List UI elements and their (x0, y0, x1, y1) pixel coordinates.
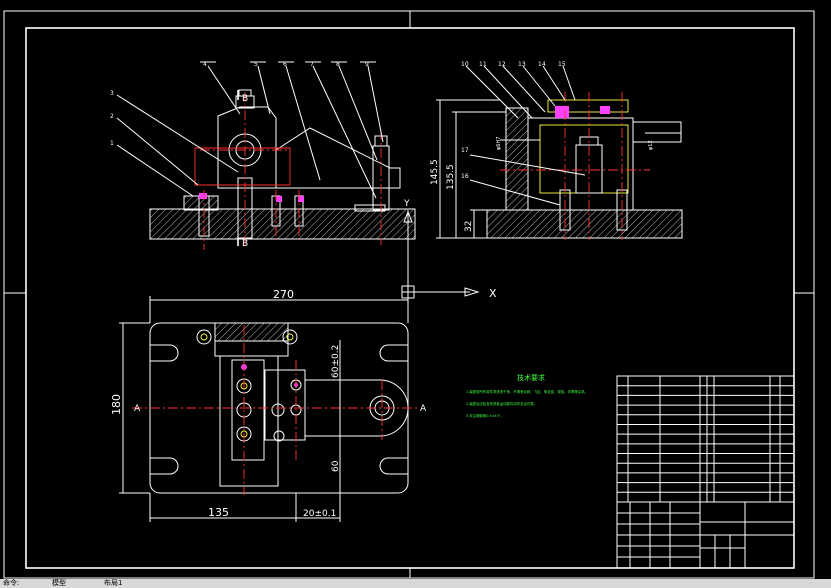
tab-layout1[interactable]: 布局1 (104, 579, 123, 587)
dim-32: 32 (464, 221, 474, 232)
balloon-16: 16 (461, 173, 469, 180)
balloon-3: 3 (110, 90, 114, 97)
balloon-9: 9 (365, 61, 369, 68)
balloons-front: 4 5 6 7 8 9 3 2 1 B B (110, 61, 369, 249)
dim-20: 20±0.1 (303, 509, 336, 519)
section-b-top: B (242, 94, 248, 104)
section-a-left: A (134, 404, 141, 414)
status-bar: 命令: 模型 布局1 (0, 579, 831, 588)
balloon-17: 17 (461, 147, 469, 154)
balloon-11: 11 (479, 61, 487, 68)
dim-60-02: 60±0.2 (331, 345, 341, 378)
balloon-10: 10 (461, 61, 469, 68)
section-b-bottom: B (242, 239, 248, 249)
ucs-y-label: Y (403, 199, 410, 209)
technical-notes: 技术要求 1.装配前所有零件须清洗干净，不得有毛刺、飞边、氧化皮、锈蚀、切屑等杂… (466, 373, 588, 418)
note-3: 3.未注明倒角0.5×45°。 (466, 413, 504, 418)
tab-model[interactable]: 模型 (52, 579, 66, 587)
dim-135-5: 135.5 (446, 164, 456, 190)
balloons-side: 10 11 12 13 14 15 17 16 145.5 135.5 32 φ… (430, 61, 654, 232)
dim-135: 135 (208, 506, 229, 519)
balloon-12: 12 (498, 61, 506, 68)
note-2: 2.装配后应检查夹具各运动部件动作灵活可靠。 (466, 401, 537, 406)
balloon-5: 5 (254, 61, 258, 68)
parts-list (616, 375, 795, 503)
title-block (616, 501, 795, 569)
dim-270: 270 (273, 288, 294, 301)
balloon-15: 15 (558, 61, 566, 68)
dim-60: 60 (331, 460, 341, 472)
ucs-x-label: X (489, 287, 497, 300)
balloon-4: 4 (203, 61, 207, 68)
balloon-6: 6 (283, 61, 287, 68)
command-line-label[interactable]: 命令: (3, 579, 20, 587)
balloon-13: 13 (518, 61, 526, 68)
balloon-7: 7 (310, 61, 314, 68)
dim-phi6: φ6H7 (496, 137, 502, 150)
plan-dims: 270 180 135 20±0.1 60 60±0.2 A A (110, 288, 427, 519)
dim-phi12: φ12 (648, 140, 654, 150)
sheet-frame (3, 10, 815, 579)
dim-180: 180 (110, 394, 123, 415)
balloon-1: 1 (110, 140, 114, 147)
balloon-2: 2 (110, 113, 114, 120)
front-view (116, 61, 416, 250)
balloon-14: 14 (538, 61, 546, 68)
dim-145-5: 145.5 (430, 159, 440, 185)
side-view (436, 65, 683, 240)
balloon-8: 8 (336, 61, 340, 68)
plan-view (119, 296, 420, 522)
ucs-icon: Y X (401, 199, 497, 300)
note-1: 1.装配前所有零件须清洗干净，不得有毛刺、飞边、氧化皮、锈蚀、切屑等杂质。 (466, 389, 588, 394)
section-a-right: A (420, 404, 427, 414)
notes-title: 技术要求 (517, 373, 545, 382)
